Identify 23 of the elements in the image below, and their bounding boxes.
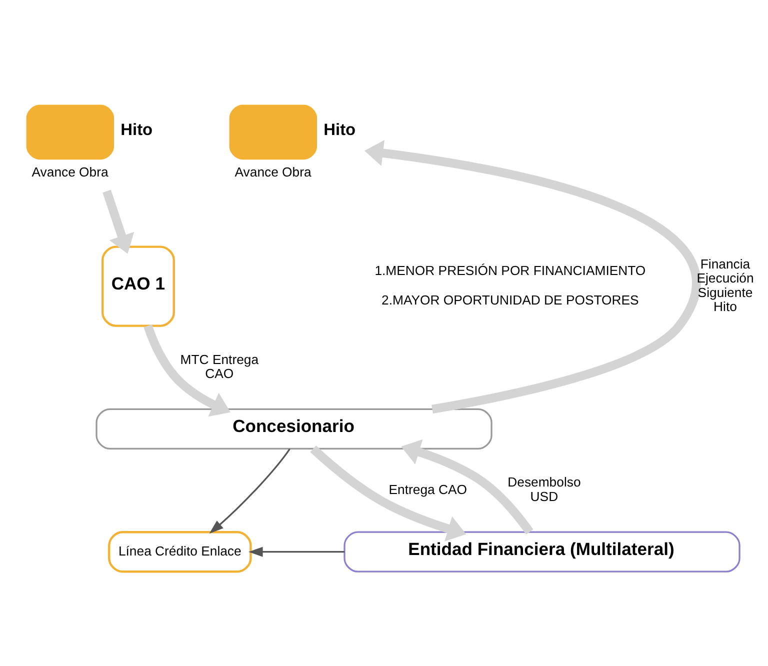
arrow	[248, 546, 344, 556]
edge-label: MTC Entrega CAO	[180, 351, 259, 381]
label: 1.MENOR PRESIÓN POR FINANCIAMIENTO	[374, 262, 646, 278]
node-label: Hito	[324, 120, 356, 138]
node-box: CAO 1	[101, 245, 175, 326]
node-box	[26, 104, 114, 160]
label: 2.MAYOR OPORTUNIDAD DE POSTORES	[382, 292, 639, 308]
edge-label: Entrega CAO	[388, 481, 468, 496]
arrow	[310, 445, 466, 541]
node-label: Avance Obra	[234, 164, 312, 180]
edge-label: Financia Ejecución Siguiente Hito	[696, 256, 754, 314]
edge-label: Desembolso USD	[508, 474, 581, 504]
node-box: Concesionario	[96, 408, 492, 450]
arrow	[401, 438, 534, 534]
arrow	[364, 140, 700, 414]
node-box	[229, 104, 318, 160]
node-box: Línea Crédito Enlace	[108, 530, 252, 572]
arrow	[209, 448, 290, 534]
node-box: Entidad Financiera (Multilateral)	[344, 530, 740, 572]
node-label: Avance Obra	[32, 164, 108, 180]
arrow	[144, 324, 230, 416]
arrow	[102, 189, 134, 254]
node-label: Hito	[120, 120, 153, 138]
